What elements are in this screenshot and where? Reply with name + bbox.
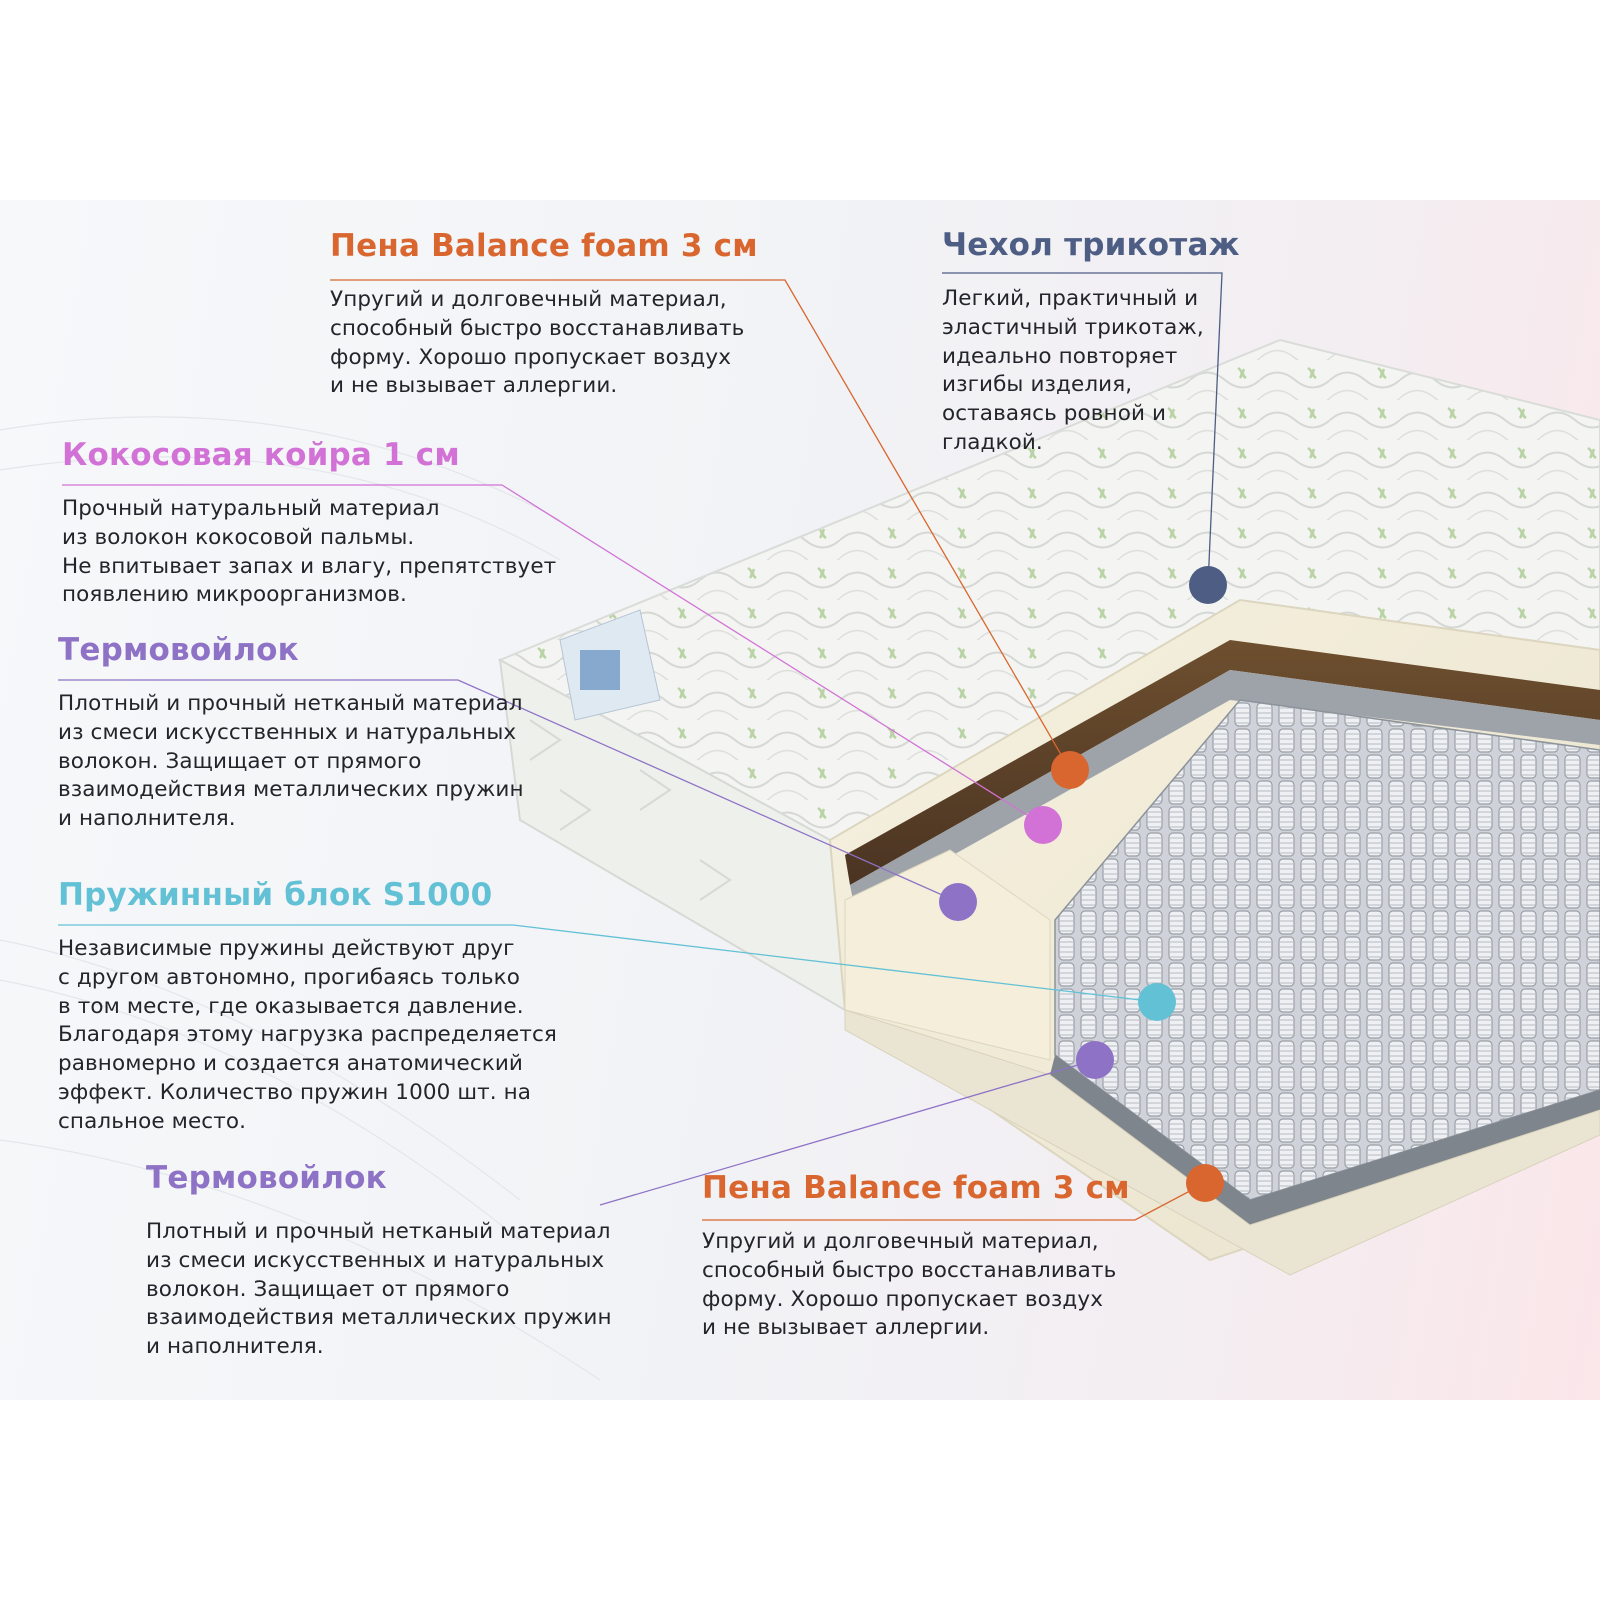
label-description: Легкий, практичный и эластичный трикотаж… [942, 286, 1204, 455]
leader-lines [58, 272, 1223, 1221]
label-description: Упругий и долговечный материал, способны… [330, 287, 745, 399]
marker-dot-felt-top [939, 883, 977, 921]
markers [939, 566, 1227, 1202]
label-coir: Кокосовая койра 1 см Прочный натуральный… [62, 437, 556, 610]
marker-dot-foam-top [1051, 751, 1089, 789]
label-felt-top: Термовойлок Плотный и прочный нетканый м… [58, 632, 524, 834]
label-title: Кокосовая койра 1 см [62, 437, 460, 473]
label-title: Пружинный блок S1000 [58, 877, 493, 913]
leader-coir [62, 484, 1044, 826]
leader-foam-top [330, 279, 1071, 771]
marker-dot-spring [1138, 983, 1176, 1021]
label-foam-bottom: Пена Balance foam 3 см Упругий и долгове… [702, 1170, 1130, 1343]
label-spring: Пружинный блок S1000 Независимые пружины… [58, 877, 557, 1137]
label-title: Пена Balance foam 3 см [330, 228, 758, 264]
label-cover: Чехол трикотаж Легкий, практичный и элас… [942, 227, 1240, 458]
leader-foam-bottom [702, 1182, 1206, 1221]
label-description: Прочный натуральный материал из волокон … [62, 496, 557, 608]
marker-dot-felt-bottom [1076, 1041, 1114, 1079]
label-description: Плотный и прочный нетканый материал из с… [58, 691, 524, 832]
leader-cover [942, 272, 1223, 586]
leader-felt-bottom [599, 1059, 1096, 1206]
label-felt-bottom: Термовойлок Плотный и прочный нетканый м… [146, 1160, 612, 1362]
label-title: Чехол трикотаж [942, 227, 1240, 263]
leader-spring [58, 924, 1158, 1003]
marker-dot-foam-bottom [1186, 1164, 1224, 1202]
label-foam-top: Пена Balance foam 3 см Упругий и долгове… [330, 228, 758, 401]
label-description: Независимые пружины действуют друг с дру… [58, 936, 557, 1134]
label-title: Термовойлок [146, 1160, 387, 1196]
leader-felt-top [58, 679, 959, 903]
marker-dot-coir [1024, 806, 1062, 844]
label-description: Плотный и прочный нетканый материал из с… [146, 1219, 612, 1360]
label-description: Упругий и долговечный материал, способны… [702, 1229, 1117, 1341]
label-title: Термовойлок [58, 632, 299, 668]
label-title: Пена Balance foam 3 см [702, 1170, 1130, 1206]
mattress [497, 338, 1600, 1276]
marker-dot-cover [1189, 566, 1227, 604]
